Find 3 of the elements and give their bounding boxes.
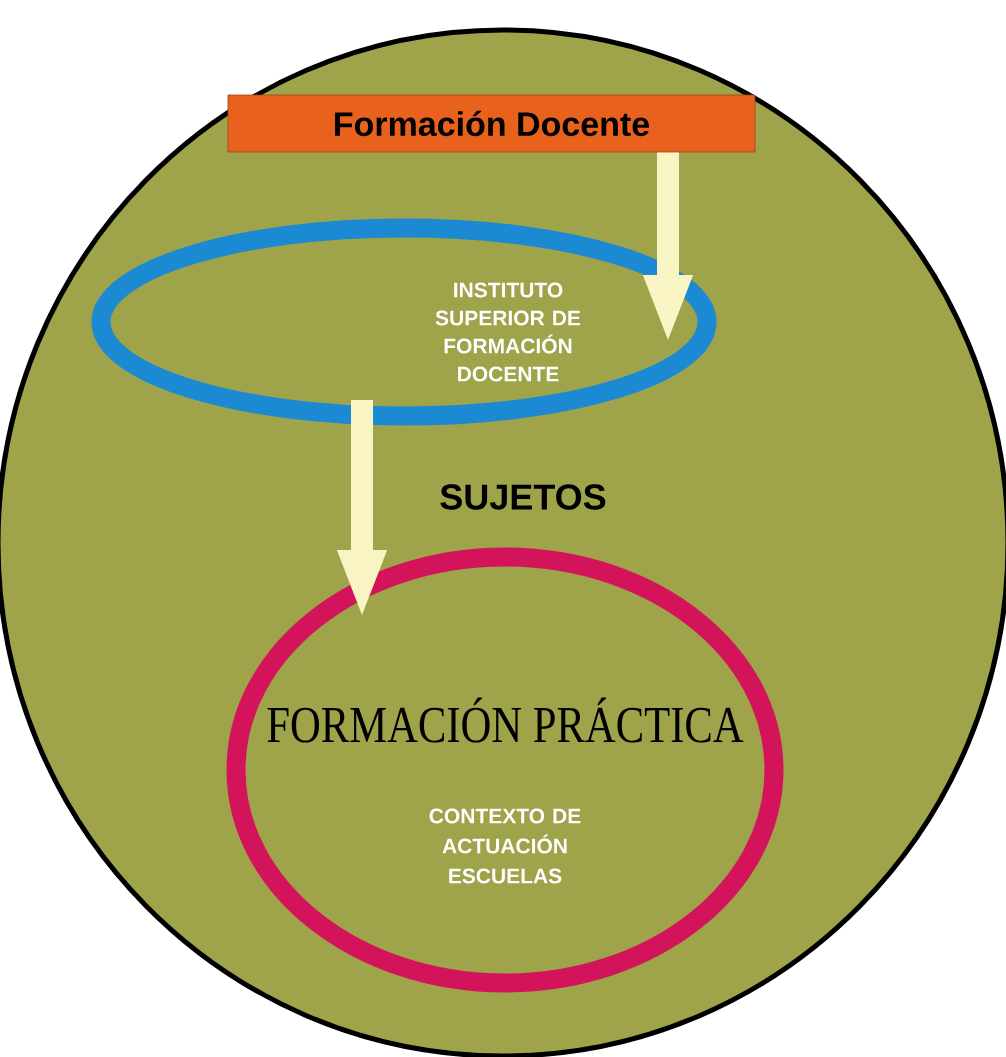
title-box: Formación Docente [227,94,756,153]
outer-circle [0,27,1006,1057]
heading-label: SUJETOS [440,484,606,510]
